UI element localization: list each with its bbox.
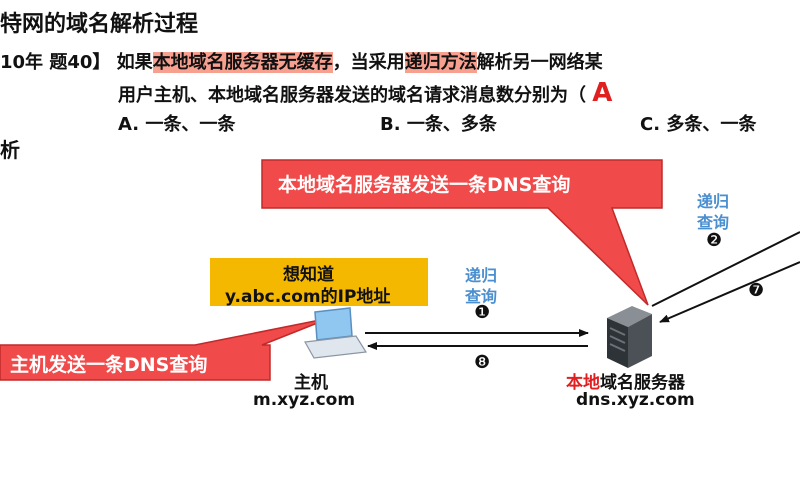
step-2-marker: ❷ xyxy=(706,230,723,251)
question-tail: 解析另一网络某 xyxy=(476,52,603,73)
page-title: 特网的域名解析过程 xyxy=(0,12,199,37)
server-name-rest: 域名服务器 xyxy=(600,373,685,393)
arrow-query-2 xyxy=(651,231,800,307)
note-box xyxy=(210,258,428,306)
server-name: 本地域名服务器 xyxy=(566,368,685,393)
question-mid: ，当采用 xyxy=(332,52,405,73)
question-line-2: 用户主机、本地域名服务器发送的域名请求消息数分别为（ A xyxy=(118,78,612,108)
step-8-marker: ❽ xyxy=(474,352,491,373)
question-intro: 如果 xyxy=(116,52,153,73)
step-7-marker: ❼ xyxy=(748,280,765,301)
left-callout-text: 主机发送一条DNS查询 xyxy=(10,354,208,376)
note-line-1: 想知道 xyxy=(283,265,334,285)
server-name-local: 本地 xyxy=(566,373,600,393)
server-icon xyxy=(607,306,652,368)
recursive-label-2b: 查询 xyxy=(697,213,730,232)
question-prefix: 10年 题40】 xyxy=(0,52,111,73)
answer-letter: A xyxy=(592,78,613,108)
recursive-label-1a: 递归 xyxy=(465,266,498,285)
note-line-2: y.abc.com的IP地址 xyxy=(225,287,391,307)
server-domain: dns.xyz.com xyxy=(576,390,695,410)
question-line2-text: 用户主机、本地域名服务器发送的域名请求消息数分别为（ xyxy=(118,85,586,106)
question-line-1: 10年 题40】 如果本地域名服务器无缓存，当采用递归方法解析另一网络某 xyxy=(0,48,603,74)
host-domain: m.xyz.com xyxy=(253,390,356,410)
top-callout-text: 本地域名服务器发送一条DNS查询 xyxy=(278,174,571,196)
laptop-icon xyxy=(304,307,368,359)
recursive-label-1b: 查询 xyxy=(465,287,498,306)
option-a: A. 一条、一条 xyxy=(118,114,236,135)
highlight-no-cache: 本地域名服务器无缓存 xyxy=(152,52,333,73)
option-c: C. 多条、一条 xyxy=(640,114,757,135)
top-callout-shape xyxy=(261,159,663,306)
left-callout-shape xyxy=(0,317,331,381)
step-1-marker: ❶ xyxy=(474,302,491,323)
side-label: 析 xyxy=(0,138,20,162)
highlight-recursive: 递归方法 xyxy=(404,52,477,73)
arrow-reply-7 xyxy=(659,261,800,323)
host-name: 主机 xyxy=(294,373,328,393)
option-b: B. 一条、多条 xyxy=(380,114,497,135)
recursive-label-2a: 递归 xyxy=(697,192,730,211)
